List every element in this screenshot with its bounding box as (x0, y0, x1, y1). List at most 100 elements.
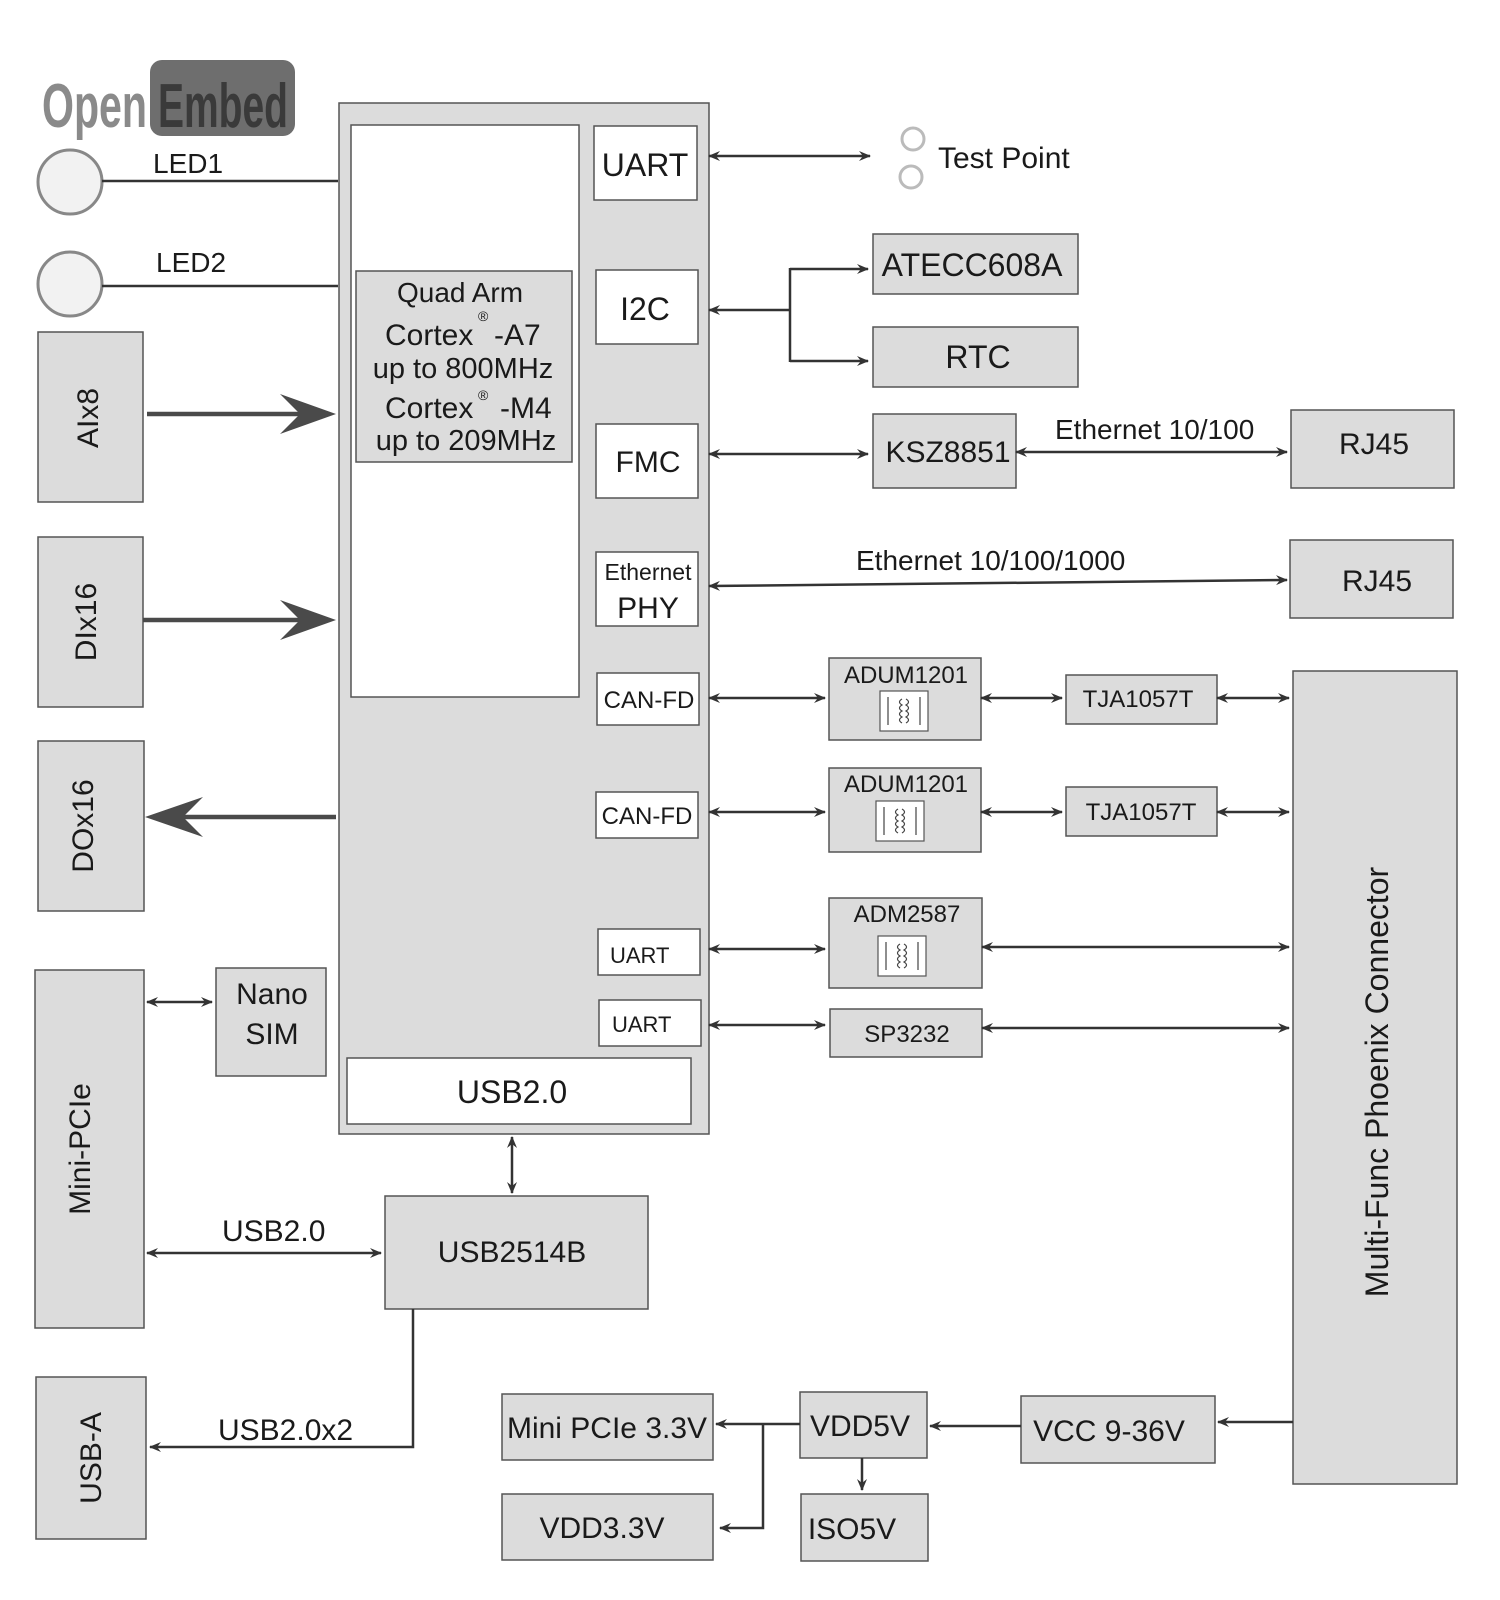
rj45-b-box (1289, 539, 1454, 619)
soc-i2c-label: I2C (620, 291, 670, 327)
usba-label: USB-A (75, 1412, 108, 1504)
eth100-label: Ethernet 10/100 (1055, 414, 1254, 445)
soc-block: Quad Arm Cortex ® -A7 up to 800MHz Corte… (338, 102, 710, 1135)
cpu-line4: Cortex (385, 392, 473, 425)
cpu-line2b: -A7 (494, 319, 541, 352)
soc-uart2-box (597, 928, 701, 976)
ai-label: AIx8 (72, 388, 105, 448)
hub-usba-link (149, 1309, 415, 1452)
soc-canfd1-label: CAN-FD (604, 687, 695, 714)
phoenix-box (1292, 670, 1458, 1485)
phoenix-connector-block: Multi-Func Phoenix Connector (1292, 670, 1458, 1485)
tja2-label: TJA1057T (1086, 799, 1197, 826)
rtc-box (872, 326, 1079, 388)
ai-box (37, 331, 144, 503)
soc-fmc-box (595, 423, 699, 499)
soc-i2c-box (595, 269, 699, 345)
sp-box (829, 1008, 983, 1058)
minipcie-block: Mini-PCIe (34, 969, 145, 1329)
soc-canfd2-label: CAN-FD (602, 803, 693, 830)
cpu-reg-mark-2: ® (478, 387, 489, 403)
cpu-line5: up to 209MHz (376, 425, 557, 457)
iso5-box (800, 1493, 929, 1562)
openembed-logo: Open Embed (42, 60, 295, 141)
sp-label: SP3232 (864, 1021, 949, 1048)
vdd33-label: VDD3.3V (539, 1512, 664, 1545)
soc-fmc-label: FMC (616, 446, 681, 479)
led2-label: LED2 (156, 247, 226, 278)
nanosim-box (215, 967, 327, 1077)
nanosim-label-1: Nano (236, 978, 308, 1011)
iso5-block: ISO5V (800, 1493, 929, 1562)
test-point-circle-2 (898, 164, 924, 190)
vcc-label: VCC 9-36V (1033, 1415, 1185, 1448)
rj45-b-label: RJ45 (1342, 565, 1412, 598)
soc-canfd2-box (595, 791, 699, 839)
rj45-b-block: RJ45 (1289, 539, 1454, 619)
iso5-label: ISO5V (808, 1513, 896, 1546)
minipcie-label: Mini-PCIe (64, 1083, 97, 1215)
cpu-reg-mark-1: ® (478, 308, 489, 324)
test-point: Test Point (898, 126, 1070, 190)
cpu-core-box (355, 270, 573, 463)
vdd5-box (799, 1391, 928, 1459)
soc-uart3-box (598, 999, 702, 1047)
soc-usb-box (346, 1057, 692, 1125)
atecc-box (872, 233, 1079, 295)
minipcie33-label: Mini PCIe 3.3V (507, 1412, 707, 1445)
isolator-icon (877, 935, 927, 977)
vcc-box (1020, 1395, 1216, 1464)
usba-box (35, 1376, 147, 1540)
di-label: DIx16 (70, 583, 103, 661)
rtc-block: RTC (872, 326, 1079, 388)
eth-phy-rj45-link (708, 575, 1288, 591)
tja1-label: TJA1057T (1083, 686, 1194, 713)
do-box (37, 740, 145, 912)
vcc-block: VCC 9-36V (1020, 1395, 1216, 1464)
minipcie33-block: Mini PCIe 3.3V (501, 1393, 714, 1461)
vdd33-block: VDD3.3V (501, 1493, 714, 1561)
soc-eth-label-2: PHY (617, 592, 679, 625)
usb-link-label: USB2.0 (222, 1215, 325, 1248)
ksz-box (872, 413, 1017, 489)
rj45-a-box (1290, 409, 1455, 489)
nanosim-block: Nano SIM (215, 967, 327, 1077)
adum2-label: ADUM1201 (844, 771, 968, 798)
soc-uart3-label: UART (612, 1012, 672, 1037)
usb-a-link-label: USB2.0x2 (218, 1414, 353, 1447)
ksz-label: KSZ8851 (885, 436, 1010, 469)
usb-hub-block: USB2514B (384, 1195, 649, 1310)
nanosim-label-2: SIM (245, 1018, 298, 1051)
led2-circle (36, 250, 104, 318)
sp-block: SP3232 (829, 1008, 983, 1058)
di-box (37, 536, 144, 708)
atecc-label: ATECC608A (882, 247, 1063, 283)
led1-label: LED1 (153, 148, 223, 179)
adm-block: ADM2587 (828, 897, 983, 989)
tja2-block: TJA1057T (1065, 786, 1218, 837)
i2c-links (708, 264, 869, 366)
soc-uart-top-label: UART (602, 147, 689, 183)
adum2-block: ADUM1201 (828, 767, 982, 853)
led2: LED2 (36, 247, 338, 318)
minipcie-box (34, 969, 145, 1329)
vdd33-box (501, 1493, 714, 1561)
rtc-label: RTC (945, 339, 1010, 375)
do-block: DOx16 (37, 740, 145, 912)
soc-canfd1-box (596, 672, 700, 726)
vdd5-vdd33-link (719, 1424, 765, 1533)
isolator-icon (875, 800, 925, 842)
soc-usb-label: USB2.0 (457, 1074, 567, 1110)
adum1-label: ADUM1201 (844, 662, 968, 689)
minipcie33-box (501, 1393, 714, 1461)
vdd5-block: VDD5V (799, 1391, 928, 1459)
logo-embed-badge (150, 60, 295, 136)
test-point-label: Test Point (938, 142, 1070, 175)
eth1000-label: Ethernet 10/100/1000 (856, 545, 1125, 576)
di-arrowhead (280, 600, 336, 640)
phoenix-label: Multi-Func Phoenix Connector (1359, 866, 1395, 1297)
adm-label: ADM2587 (854, 901, 961, 928)
ai-block: AIx8 (37, 331, 144, 503)
do-arrowhead (145, 797, 203, 837)
cpu-line1: Quad Arm (397, 277, 523, 308)
